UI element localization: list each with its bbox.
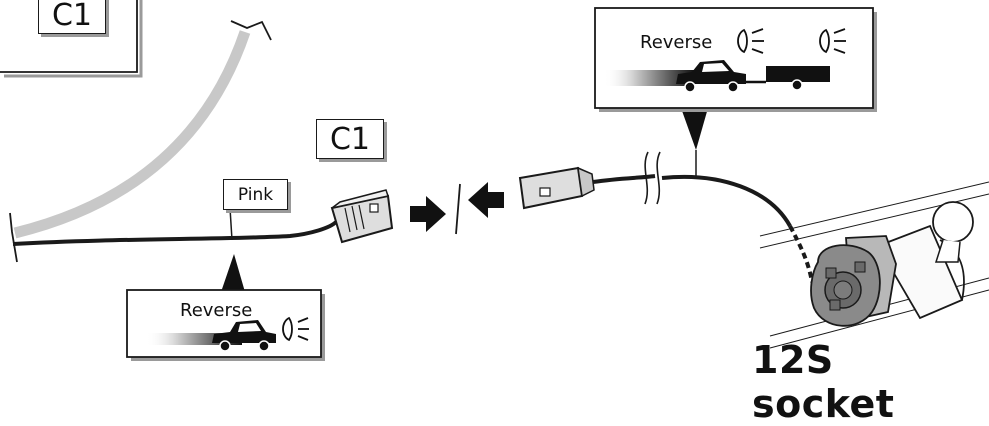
connector-label-c1: C1: [316, 119, 384, 159]
headlight-icon: [737, 28, 764, 54]
diagram-canvas: Reverse Reverse: [0, 0, 989, 361]
trailer-icon: [766, 66, 830, 91]
main-wire-right: [592, 174, 656, 184]
wire-color-label: Pink: [223, 179, 288, 210]
arrow-left-icon: [468, 182, 504, 218]
car-icon: [212, 320, 276, 352]
car-icon: [676, 60, 746, 93]
pink-leader: [229, 207, 233, 241]
wire-cut-marks: [644, 151, 661, 205]
main-wire-to-socket: [661, 174, 792, 227]
gray-harness: [9, 20, 272, 263]
callout-reverse-trailer: Reverse: [594, 7, 877, 178]
callout-reverse-vehicle: Reverse: [126, 254, 325, 361]
socket-caption: 12S socket: [752, 338, 895, 426]
connector-label-c1-top: C1: [38, 0, 106, 34]
male-connector: [330, 189, 394, 244]
callout-reverse-text: Reverse: [180, 300, 252, 321]
female-connector: [518, 166, 595, 210]
wire-break-icon: [455, 183, 461, 235]
tow-bar-icon: [759, 181, 989, 349]
callout-trailer-text: Reverse: [640, 32, 712, 53]
connector-frame-c1: [0, 0, 143, 78]
headlight-icon: [282, 316, 309, 342]
main-wire-left: [12, 220, 338, 246]
dashed-wire: [788, 225, 814, 283]
headlight-icon: [819, 28, 846, 54]
arrow-right-icon: [410, 196, 446, 232]
